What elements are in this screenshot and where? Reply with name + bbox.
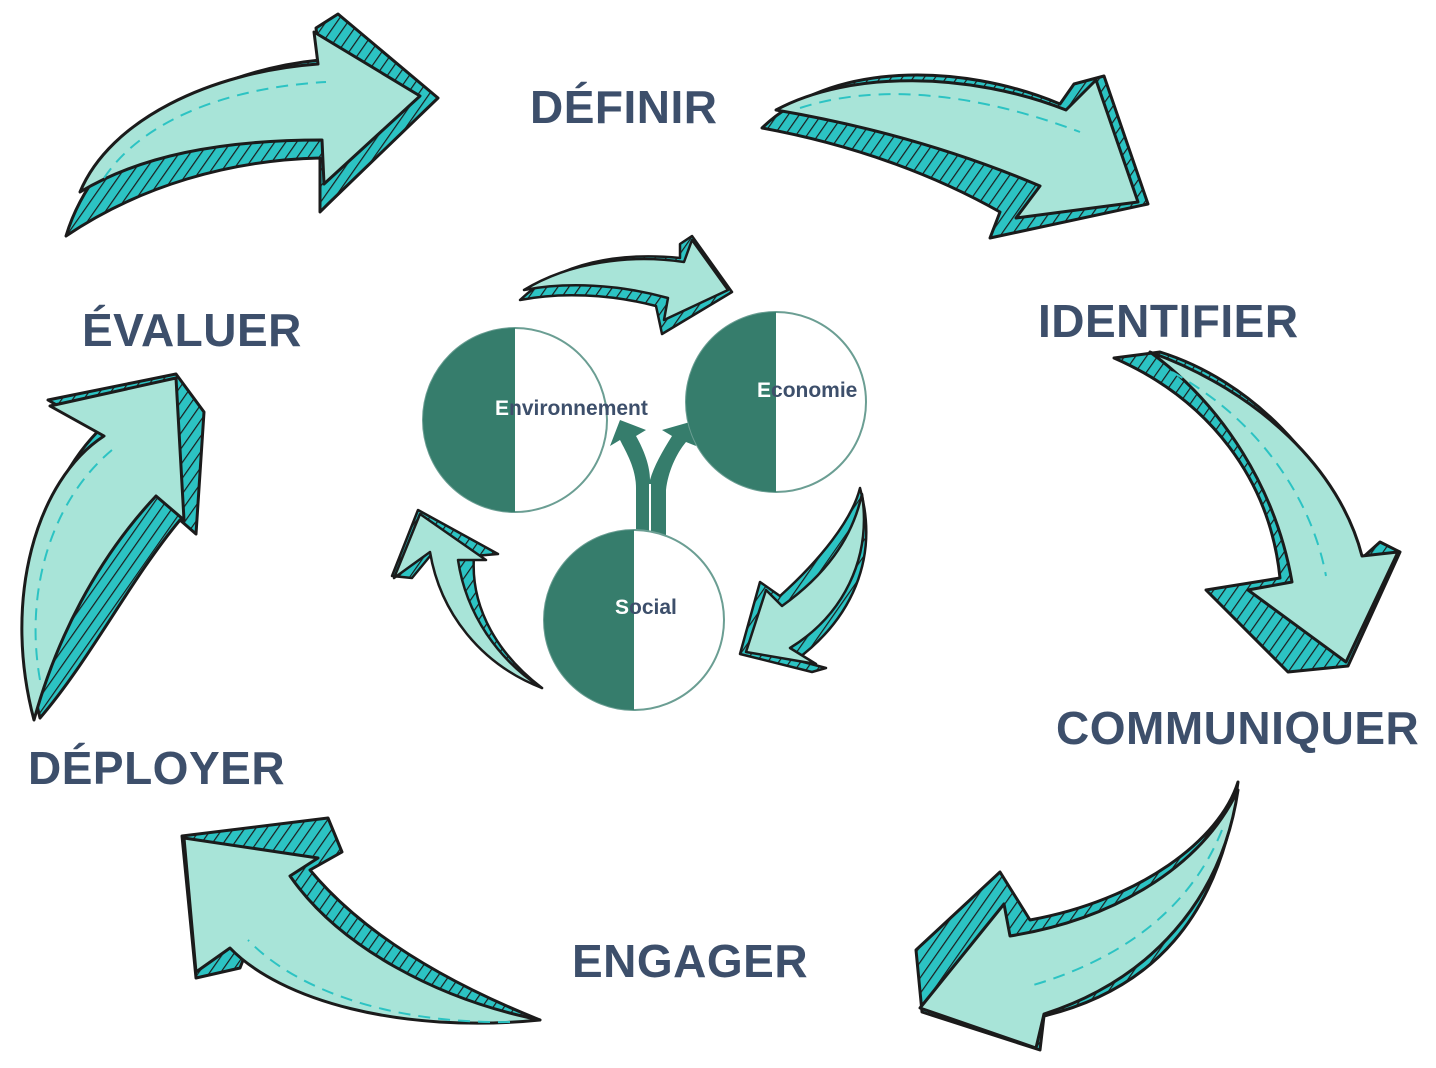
step-label-engager: ENGAGER xyxy=(572,935,809,987)
pillar-initial: E xyxy=(757,379,772,402)
step-label-identifier: IDENTIFIER xyxy=(1038,295,1299,347)
arrow-communiquer-to-engager xyxy=(914,780,1240,1052)
arrow-deployer-to-evaluer xyxy=(20,372,206,722)
pillar-rest: ocial xyxy=(629,596,677,619)
pillar-rest: nvironnement xyxy=(509,397,648,420)
pillar-initial: E xyxy=(495,397,510,420)
pillar-label-environnement: Environnement xyxy=(495,398,648,419)
pillar-label-economie: Economie xyxy=(757,380,857,401)
step-label-communiquer: COMMUNIQUER xyxy=(1056,702,1420,754)
step-label-deployer: DÉPLOYER xyxy=(28,742,286,794)
pillar-label-social: Social xyxy=(615,597,677,618)
branch-arrow xyxy=(610,420,696,540)
circle-social xyxy=(543,529,725,711)
arrow-definir-to-identifier xyxy=(760,73,1150,240)
inner-arrow-left xyxy=(390,508,544,690)
arrow-identifier-to-communiquer xyxy=(1112,350,1402,674)
arrow-engager-to-deployer xyxy=(180,816,542,1025)
pillar-initial: S xyxy=(615,596,630,619)
pillar-rest: conomie xyxy=(771,379,858,402)
circle-economie xyxy=(685,311,867,493)
step-label-evaluer: ÉVALUER xyxy=(82,304,302,356)
inner-arrow-right xyxy=(738,486,868,674)
arrow-evaluer-to-definir xyxy=(64,12,440,238)
circle-environnement xyxy=(422,327,608,513)
inner-arrow-top xyxy=(518,234,734,336)
step-label-definir: DÉFINIR xyxy=(530,81,718,133)
